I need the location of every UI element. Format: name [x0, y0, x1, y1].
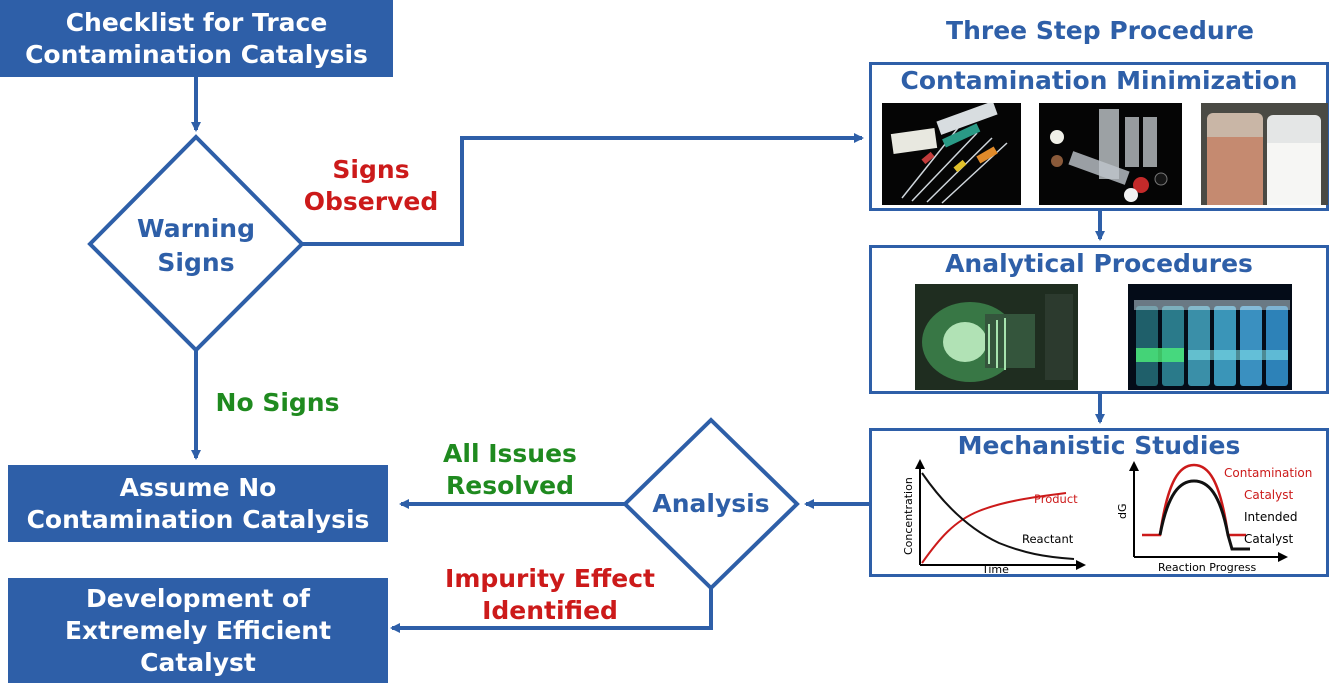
energy-plot: dG Reaction Progress Contamination Catal… [1116, 461, 1312, 574]
start-box-line1: Checklist for Trace [65, 7, 328, 37]
energy-xlabel: Reaction Progress [1158, 561, 1256, 574]
assume-line2: Contamination Catalysis [26, 504, 370, 534]
panel-analytical-title: Analytical Procedures [945, 249, 1253, 278]
fluorescent-vials-photo [1128, 284, 1292, 390]
resolved-line1: All Issues [443, 439, 577, 468]
all-issues-resolved-label: All Issues Resolved [420, 438, 600, 502]
kinetics-xlabel: Time [981, 563, 1009, 574]
start-box-line2: Contamination Catalysis [25, 39, 368, 69]
contamination-label-line2: Catalyst [1244, 488, 1293, 502]
reactant-label: Reactant [1022, 532, 1074, 546]
panel-mechanistic-studies: Mechanistic Studies Concentration Time P… [869, 428, 1329, 577]
energy-y-arrowhead [1129, 461, 1139, 471]
intended-label-line1: Intended [1244, 510, 1297, 524]
efficient-line1: Development of [85, 583, 311, 613]
impurity-line2: Identified [482, 596, 618, 625]
signs-observed-line1: Signs [332, 155, 410, 184]
panel-analytical-procedures: Analytical Procedures [869, 245, 1329, 394]
instrument-green-photo [915, 284, 1078, 390]
assume-line1: Assume No [119, 472, 277, 502]
energy-x-arrowhead [1278, 552, 1288, 562]
resolved-line2: Resolved [446, 471, 574, 500]
efficient-line3: Catalyst [140, 647, 256, 677]
signs-observed-label: Signs Observed [296, 154, 446, 218]
kinetics-y-arrowhead [915, 459, 925, 469]
reactant-curve [921, 472, 1075, 560]
efficient-catalyst-box: Development of Extremely Efficient Catal… [8, 578, 388, 683]
impurity-line1: Impurity Effect [445, 564, 655, 593]
panel-contamination-minimization: Contamination Minimization [869, 62, 1329, 211]
warning-line2: Signs [157, 248, 235, 277]
signs-observed-line2: Observed [303, 187, 439, 216]
assume-no-contamination-box: Assume No Contamination Catalysis [8, 465, 388, 542]
no-signs-label: No Signs [215, 388, 340, 417]
powder-jars-photo [1201, 103, 1328, 205]
procedure-heading: Three Step Procedure [946, 16, 1254, 45]
efficient-line2: Extremely Efficient [64, 615, 332, 645]
product-label: Product [1034, 492, 1078, 506]
panel-mechanistic-title: Mechanistic Studies [957, 431, 1241, 460]
panel-minimization-title: Contamination Minimization [900, 66, 1298, 95]
start-checklist-box: Checklist for Trace Contamination Cataly… [0, 0, 393, 77]
syringes-and-needles-photo [882, 103, 1021, 205]
impurity-identified-label: Impurity Effect Identified [420, 563, 680, 627]
energy-ylabel: dG [1116, 503, 1129, 519]
analysis-label: Analysis [652, 489, 770, 518]
kinetics-x-arrowhead [1076, 560, 1086, 570]
intended-curve [1158, 479, 1250, 551]
contamination-label-line1: Contamination [1224, 466, 1312, 480]
vials-and-caps-photo [1039, 103, 1182, 205]
intended-label-line2: Catalyst [1244, 532, 1293, 546]
kinetics-plot: Concentration Time Product Reactant [902, 459, 1086, 574]
warning-line1: Warning [137, 214, 255, 243]
contamination-curve [1142, 463, 1246, 537]
warning-signs-label: Warning Signs [110, 212, 282, 280]
product-curve [921, 492, 1067, 564]
kinetics-ylabel: Concentration [902, 477, 915, 555]
arrow-impurity-identified [390, 588, 713, 633]
arrow-signs-observed [302, 133, 864, 246]
